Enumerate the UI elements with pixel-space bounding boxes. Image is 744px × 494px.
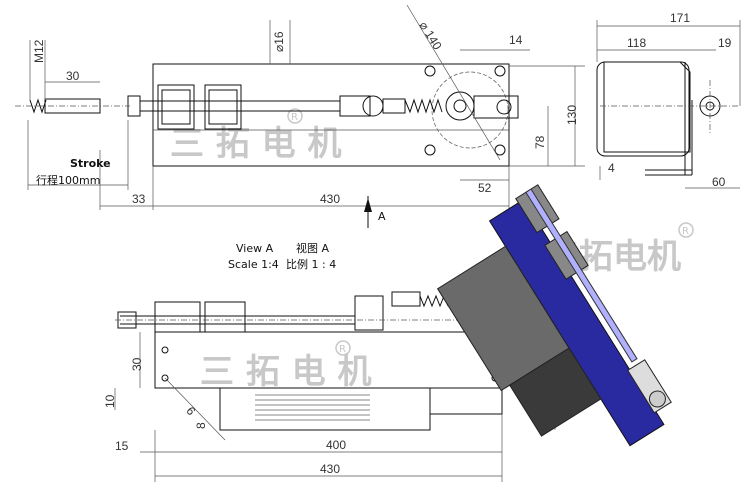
svg-text:15: 15 bbox=[115, 439, 129, 453]
svg-text:行程100mm: 行程100mm bbox=[36, 174, 100, 187]
registered-mark-icon: R R R bbox=[287, 108, 694, 356]
svg-text:R: R bbox=[339, 344, 346, 355]
svg-text:10: 10 bbox=[103, 394, 117, 408]
svg-text:430: 430 bbox=[320, 462, 340, 476]
svg-text:33: 33 bbox=[132, 192, 146, 206]
watermark-bottom: 三 拓 电 机 bbox=[200, 352, 372, 392]
front-view bbox=[15, 63, 519, 167]
svg-text:6: 6 bbox=[183, 404, 198, 418]
svg-text:⌀16: ⌀16 bbox=[272, 31, 286, 52]
view-a-label: View A 视图 A Scale 1:4 比例 1 : 4 bbox=[228, 241, 336, 271]
svg-text:R: R bbox=[682, 226, 689, 237]
side-view bbox=[596, 61, 740, 176]
svg-text:8: 8 bbox=[194, 422, 208, 429]
svg-text:视图 A: 视图 A bbox=[296, 241, 329, 255]
svg-text:30: 30 bbox=[66, 69, 80, 83]
svg-text:14: 14 bbox=[509, 33, 523, 47]
front-view-dimensions: M12 30 ⌀16 ⌀ 140 14 130 78 52 33 430 Str… bbox=[27, 4, 585, 228]
svg-text:4: 4 bbox=[608, 161, 615, 175]
svg-text:Scale 1:4: Scale 1:4 bbox=[228, 258, 279, 271]
svg-text:R: R bbox=[291, 112, 298, 123]
svg-text:Stroke: Stroke bbox=[70, 157, 111, 170]
isometric-render bbox=[436, 184, 672, 447]
side-view-dimensions: 171 118 19 4 60 bbox=[596, 11, 741, 189]
svg-text:400: 400 bbox=[326, 438, 346, 452]
svg-text:130: 130 bbox=[565, 105, 579, 125]
svg-text:M12: M12 bbox=[32, 39, 46, 63]
svg-text:View A: View A bbox=[236, 242, 274, 255]
svg-text:118: 118 bbox=[627, 36, 646, 50]
svg-text:60: 60 bbox=[712, 175, 726, 189]
svg-text:171: 171 bbox=[670, 11, 690, 25]
svg-text:430: 430 bbox=[320, 192, 340, 206]
svg-text:⌀ 140: ⌀ 140 bbox=[417, 19, 445, 53]
svg-text:A: A bbox=[378, 210, 386, 223]
svg-text:30: 30 bbox=[130, 357, 144, 371]
svg-text:19: 19 bbox=[718, 36, 732, 50]
svg-text:52: 52 bbox=[478, 181, 492, 195]
svg-text:78: 78 bbox=[533, 135, 547, 149]
svg-text:比例 1 : 4: 比例 1 : 4 bbox=[286, 257, 336, 271]
watermark-top: 三 拓 电 机 bbox=[170, 124, 342, 164]
